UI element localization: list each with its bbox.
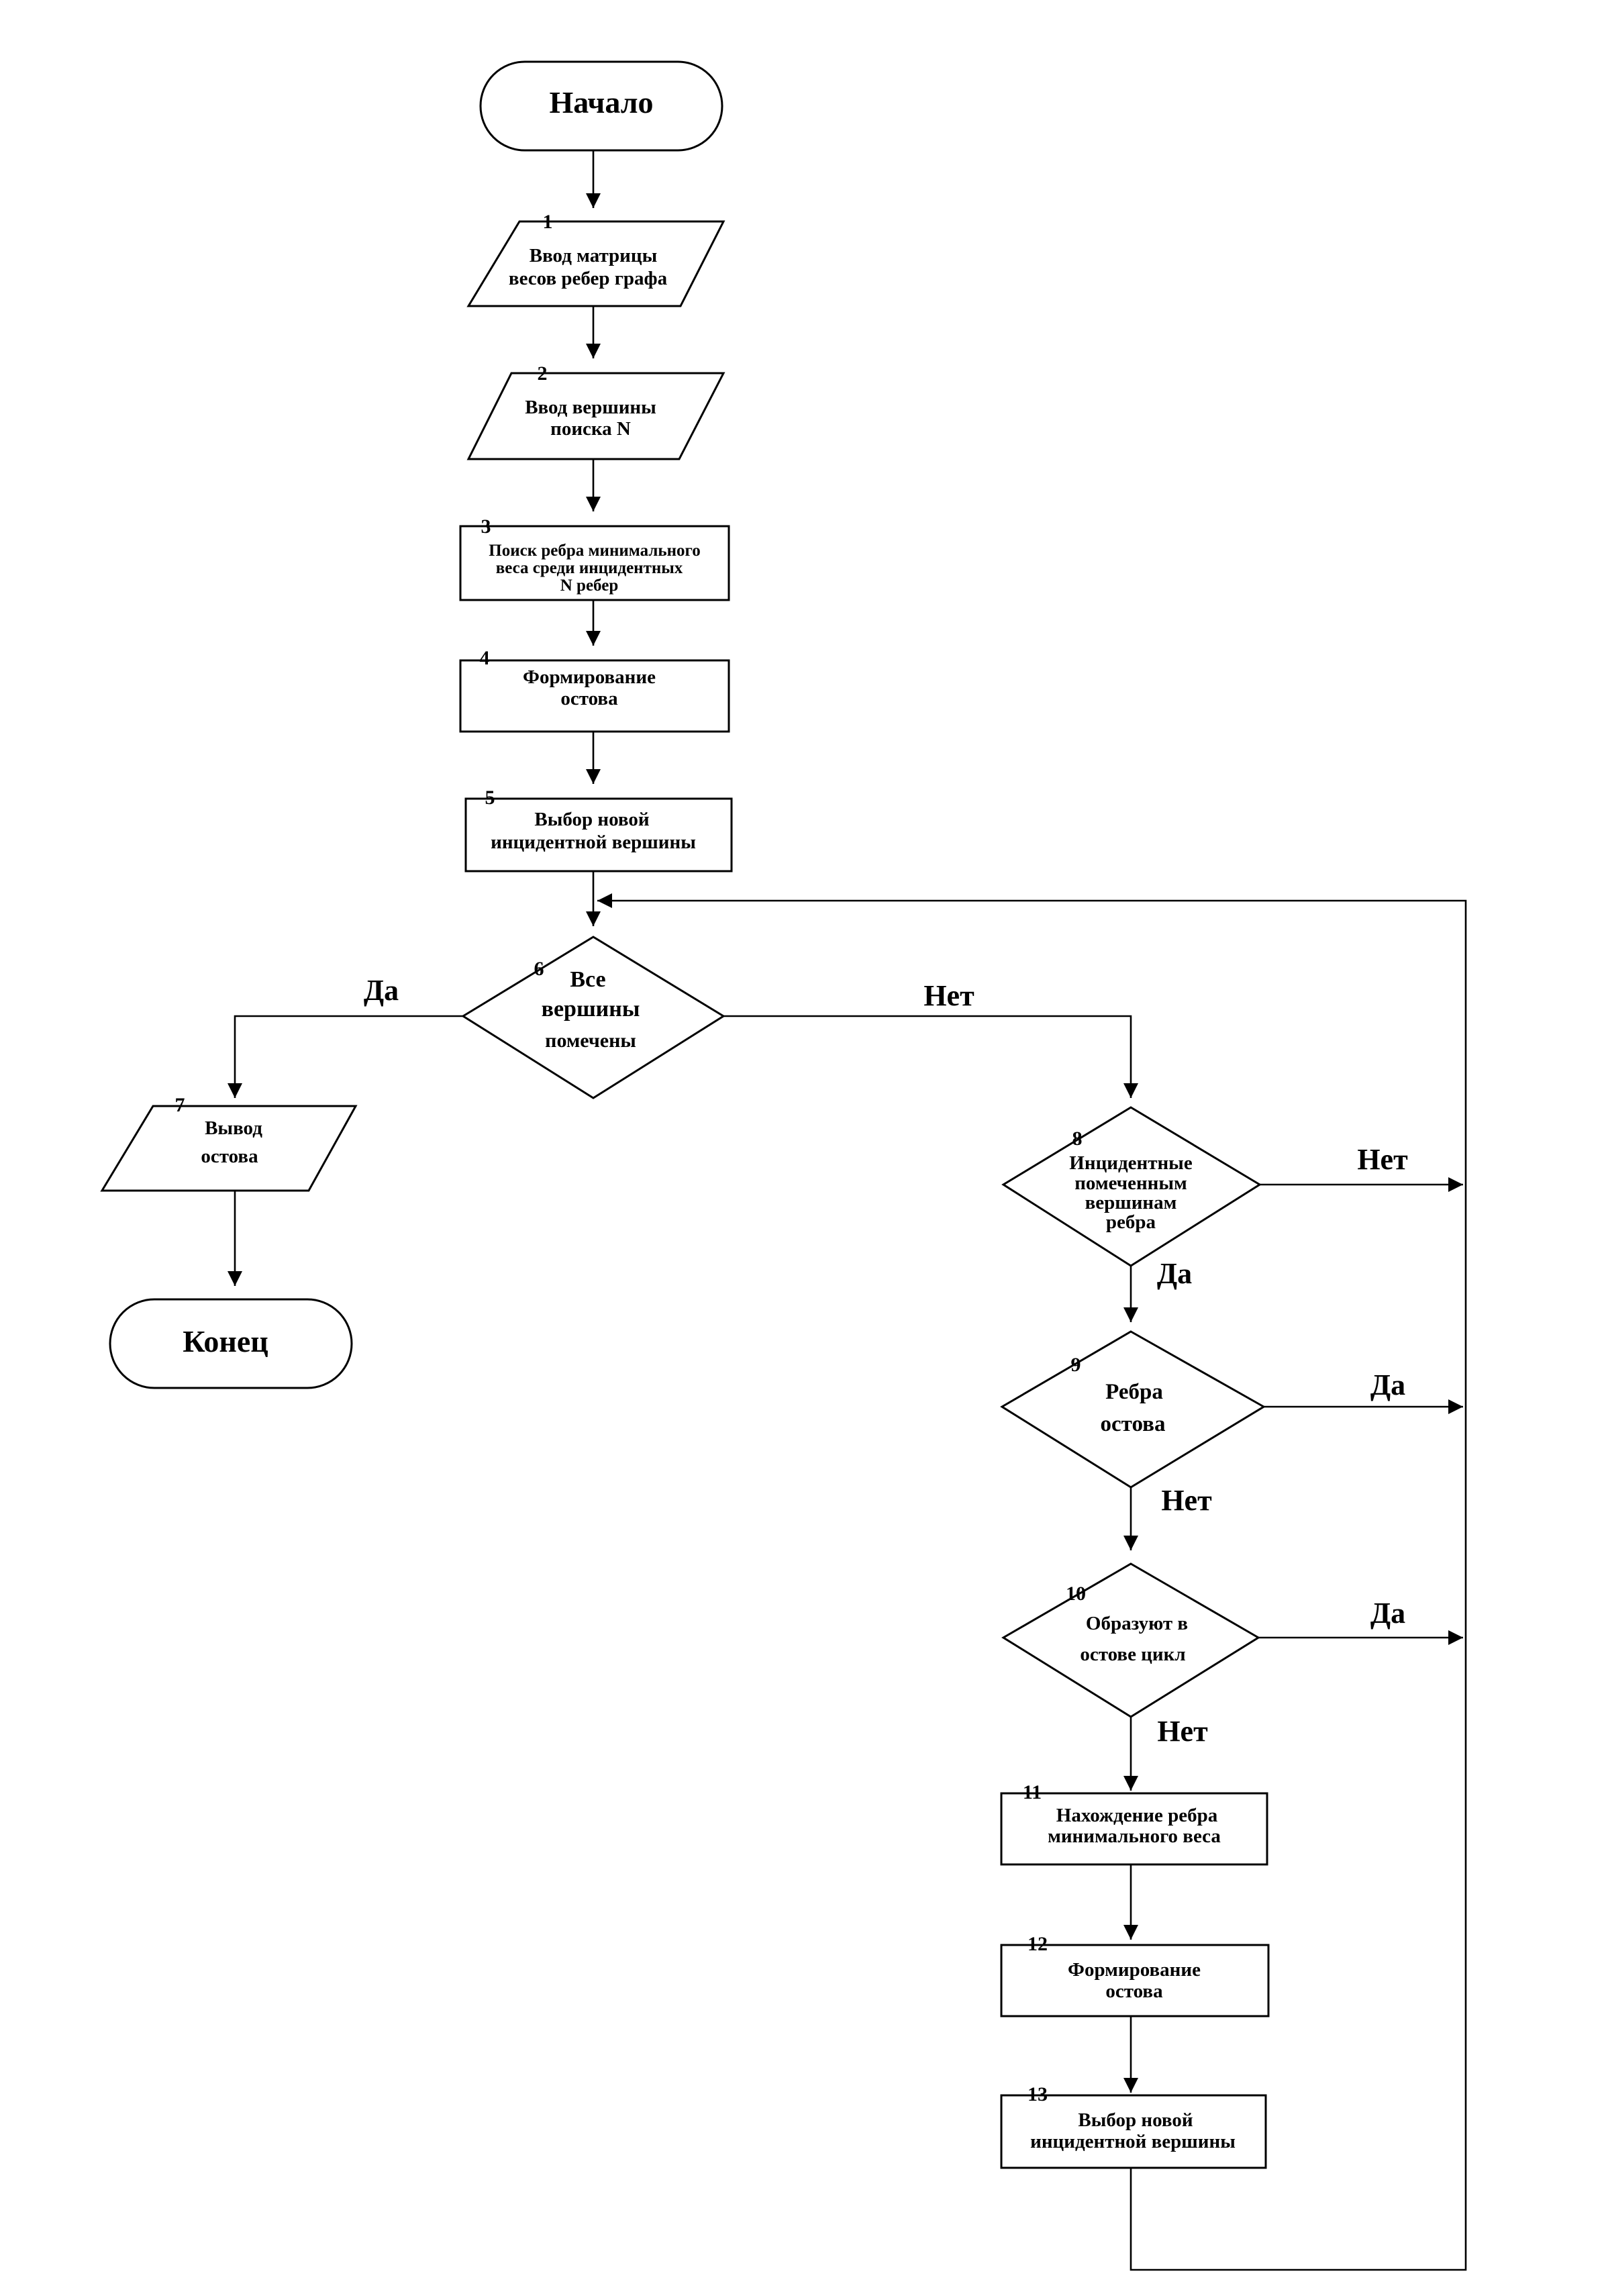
n6-text-1: Все xyxy=(570,967,605,992)
n8-decision xyxy=(1001,1106,1262,1267)
edge-loop-back xyxy=(597,899,1467,2271)
edge-label-n6-no: Нет xyxy=(923,979,974,1012)
arrowhead xyxy=(586,631,601,646)
n11-text-2: минимального веса xyxy=(1048,1826,1221,1847)
arrowhead xyxy=(1123,1083,1138,1098)
n3-text-2: веса среди инцидентных xyxy=(496,559,683,577)
n1-text-2: весов ребер графа xyxy=(509,268,668,289)
n5-text-2: инцидентной вершины xyxy=(491,832,696,853)
n10-text-1: Образуют в xyxy=(1086,1613,1188,1634)
edge-label-n8-yes: Да xyxy=(1157,1257,1192,1290)
n6-decision xyxy=(461,936,725,1099)
edge-label-n8-no: Нет xyxy=(1357,1143,1408,1176)
n4-text-2: остова xyxy=(560,688,618,709)
connectors xyxy=(234,150,1467,2271)
n8-text-4: ребра xyxy=(1106,1211,1156,1233)
edge-label-n6-yes: Да xyxy=(364,974,399,1007)
n8-text-2: помеченным xyxy=(1074,1172,1187,1194)
edge-label-n9-yes: Да xyxy=(1370,1368,1405,1401)
start-label: Начало xyxy=(549,85,653,119)
arrowhead xyxy=(1448,1630,1463,1645)
n13-num: 13 xyxy=(1027,2083,1048,2105)
start-terminator xyxy=(479,60,723,152)
arrowhead xyxy=(1123,1307,1138,1322)
n3-text-3: N ребер xyxy=(560,577,618,595)
end-label: Конец xyxy=(183,1324,268,1358)
n3-text-1: Поиск ребра минимального xyxy=(489,542,700,560)
n1-text-1: Ввод матрицы xyxy=(530,245,657,266)
n2-text-2: поиска N xyxy=(550,418,631,440)
n10-decision xyxy=(1001,1562,1260,1718)
n10-text-2: остове цикл xyxy=(1080,1644,1185,1665)
arrowhead xyxy=(597,893,612,908)
arrowhead xyxy=(1123,1536,1138,1550)
n6-num: 6 xyxy=(534,958,544,980)
arrowhead xyxy=(1123,1925,1138,1940)
edge-label-n9-no: Нет xyxy=(1161,1484,1212,1517)
arrowhead xyxy=(586,344,601,358)
n12-text-1: Формирование xyxy=(1068,1959,1201,1981)
arrowhead xyxy=(586,769,601,784)
n3-num: 3 xyxy=(481,515,491,538)
n10-num: 10 xyxy=(1066,1583,1086,1605)
n5-text-1: Выбор новой xyxy=(534,809,649,830)
n13-text-2: инцидентной вершины xyxy=(1030,2131,1236,2152)
arrowhead xyxy=(586,193,601,208)
n12-num: 12 xyxy=(1027,1933,1048,1955)
n9-text-2: остова xyxy=(1101,1412,1166,1436)
shapes xyxy=(100,60,1270,2169)
arrowhead xyxy=(1448,1177,1463,1192)
n5-num: 5 xyxy=(485,787,495,809)
n9-text-1: Ребра xyxy=(1105,1380,1163,1404)
n7-num: 7 xyxy=(175,1094,185,1116)
arrowheads xyxy=(228,193,1463,2093)
n4-text-1: Формирование xyxy=(523,666,656,688)
arrowhead xyxy=(1123,1776,1138,1791)
arrowhead xyxy=(228,1271,242,1286)
n8-num: 8 xyxy=(1072,1128,1083,1150)
n7-text-2: остова xyxy=(201,1146,258,1167)
end-terminator xyxy=(109,1298,353,1389)
n8-text-1: Инцидентные xyxy=(1069,1152,1193,1174)
edge-label-n10-yes: Да xyxy=(1370,1597,1405,1630)
n8-text-3: вершинам xyxy=(1085,1192,1177,1213)
arrowhead xyxy=(228,1083,242,1098)
n7-text-1: Вывод xyxy=(205,1117,262,1139)
edge-label-n10-no: Нет xyxy=(1157,1715,1208,1748)
n4-num: 4 xyxy=(480,647,490,669)
edge-n6-no xyxy=(723,1015,1132,1098)
n11-num: 11 xyxy=(1023,1781,1042,1803)
arrowhead xyxy=(1123,2078,1138,2093)
number-tags xyxy=(191,220,1266,2097)
n9-decision xyxy=(1000,1330,1266,1489)
n12-text-2: остова xyxy=(1105,1981,1163,2002)
n9-num: 9 xyxy=(1071,1354,1081,1376)
edge-n6-yes xyxy=(234,1015,463,1098)
arrowhead xyxy=(586,497,601,511)
n2-text-1: Ввод вершины xyxy=(525,397,656,418)
arrowhead xyxy=(586,911,601,926)
n1-num: 1 xyxy=(543,211,553,233)
n13-text-1: Выбор новой xyxy=(1078,2109,1193,2131)
n11-text-1: Нахождение ребра xyxy=(1056,1805,1218,1826)
n6-text-2: вершины xyxy=(542,997,640,1021)
arrowhead xyxy=(1448,1399,1463,1414)
n6-text-3: помечены xyxy=(545,1030,636,1052)
n2-num: 2 xyxy=(538,362,548,385)
